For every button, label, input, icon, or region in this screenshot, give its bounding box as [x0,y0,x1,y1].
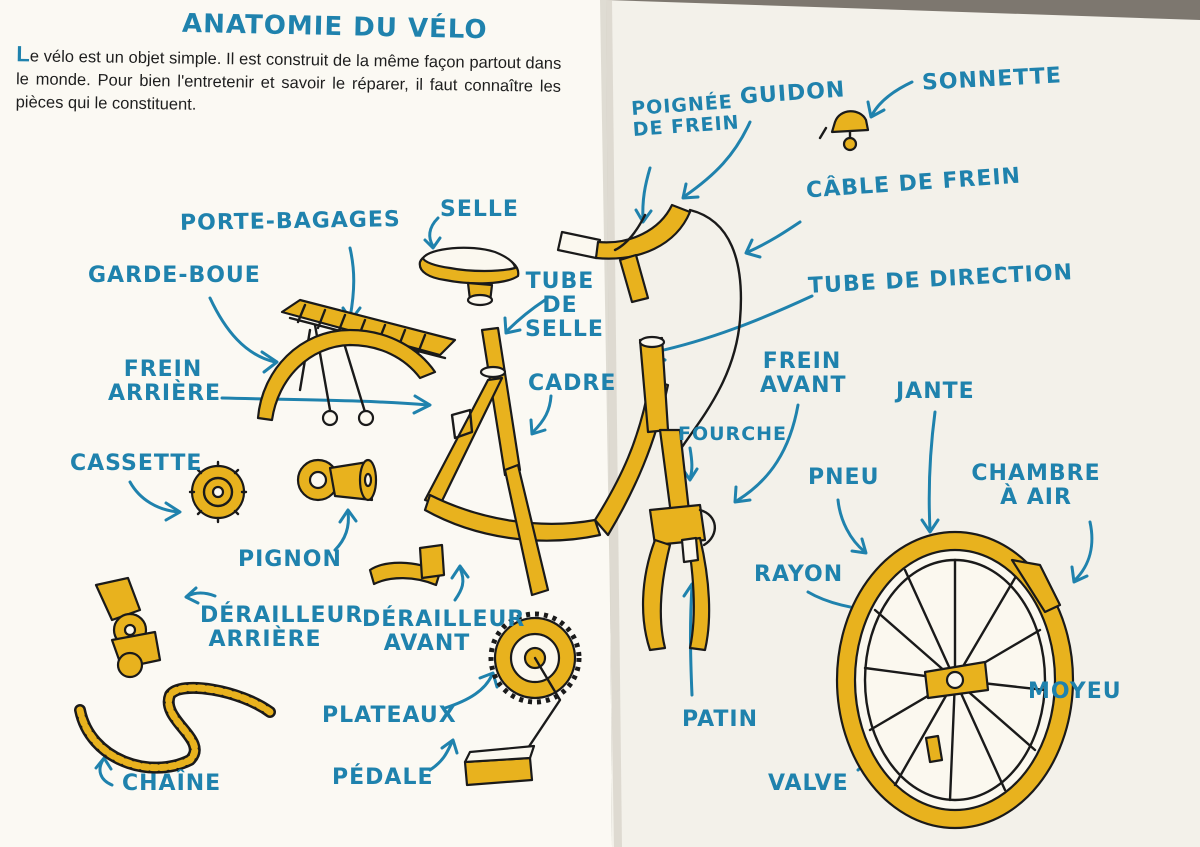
arrow-porte-bagages [348,246,356,320]
label-plateaux: PLATEAUX [322,703,457,728]
label-frein-arriere-line1: FREIN [123,357,203,382]
chaine-illustration [74,681,276,774]
label-valve: VALVE [768,771,849,796]
label-frein-arriere-line2: ARRIÈRE [108,381,222,406]
label-chambre-a-air-line1: CHAMBRE [971,461,1101,486]
intro-text: e vélo est un objet simple. Il est const… [15,47,562,114]
label-chaine: CHAÎNE [122,771,222,796]
fourche-illustration [641,428,716,652]
label-frein-avant: FREIN AVANT [760,349,847,398]
label-derailleur-avant-line2: AVANT [383,631,471,656]
page-title: ANATOMIE DU VÉLO [181,8,488,46]
guidon-illustration [556,203,692,304]
label-frein-arriere: FREIN ARRIÈRE [108,357,222,406]
label-derailleur-avant: DÉRAILLEUR AVANT [362,607,526,656]
label-derailleur-arriere: DÉRAILLEUR ARRIÈRE [200,603,364,652]
label-pignon: PIGNON [238,547,342,572]
label-moyeu: MOYEU [1028,679,1122,704]
label-fourche: FOURCHE [678,423,788,445]
label-tube-de-selle-line1: TUBE [525,269,595,294]
intro-paragraph: Le vélo est un objet simple. Il est cons… [15,41,562,122]
left-page [0,0,612,847]
porte-bagages-illustration [280,298,457,427]
label-derailleur-arriere-line1: DÉRAILLEUR [200,603,364,628]
intro-drop-cap: L [16,41,30,67]
label-cassette: CASSETTE [70,451,203,476]
label-patin: PATIN [682,707,759,732]
derailleur-arriere-illustration [94,576,162,679]
label-derailleur-avant-line1: DÉRAILLEUR [362,607,526,632]
cable-de-frein-illustration [678,208,743,452]
selle-illustration [418,246,520,307]
label-derailleur-arriere-line2: ARRIÈRE [208,627,322,652]
label-rayon: RAYON [754,562,844,587]
label-selle: SELLE [440,197,519,222]
label-chambre-a-air-line2: À AIR [1000,485,1072,510]
label-jante: JANTE [896,379,975,404]
derailleur-avant-illustration [368,543,446,587]
label-poignee-de-frein: POIGNÉE DE FREIN [631,91,741,141]
cadre-illustration [423,326,670,597]
label-garde-boue: GARDE-BOUE [88,263,261,288]
label-tube-de-selle-line3: SELLE [525,317,604,342]
sonnette-illustration [818,110,870,152]
roue-illustration [835,530,1075,830]
garde-boue-illustration [256,328,437,422]
label-porte-bagages: PORTE-BAGAGES [179,207,401,236]
pedale-illustration [463,744,536,787]
cassette-illustration [188,460,248,524]
label-frein-avant-line2: AVANT [760,373,847,398]
label-tube-de-selle-line2: DE [542,293,578,318]
label-chambre-a-air: CHAMBRE À AIR [966,462,1106,510]
label-cadre: CADRE [528,371,617,396]
label-tube-de-selle: TUBE DE SELLE [525,269,604,342]
label-pneu: PNEU [808,465,880,490]
pignon-illustration [296,458,378,502]
gutter-shadow [600,0,622,847]
plateaux-illustration [488,611,582,762]
label-frein-avant-line1: FREIN [762,349,842,374]
label-pedale: PÉDALE [332,765,434,790]
